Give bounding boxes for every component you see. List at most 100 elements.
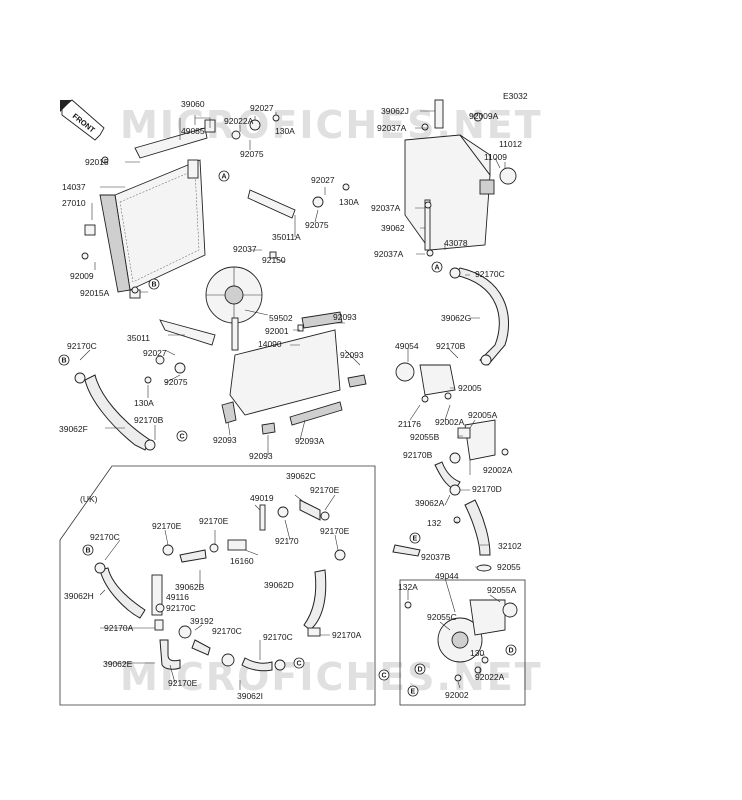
svg-text:B: B: [62, 358, 67, 365]
part-label: 92170C: [166, 603, 196, 613]
part-label: 92170C: [212, 626, 242, 636]
svg-text:B: B: [152, 282, 157, 289]
svg-text:C: C: [180, 434, 185, 441]
part-label: 39060: [181, 99, 205, 109]
part-label: 11012: [499, 139, 522, 149]
part-label: 92170E: [168, 678, 198, 688]
part-label: 21176: [398, 419, 421, 429]
part-label: 92093: [333, 312, 357, 322]
svg-text:C: C: [382, 673, 387, 680]
part-label: 27010: [62, 198, 86, 208]
part-label: 92170E: [320, 526, 350, 536]
part-label: 92015: [85, 157, 109, 167]
part-label: 11009: [484, 152, 507, 162]
part-label: 39062E: [103, 659, 133, 669]
thermostat-housing: [395, 362, 509, 464]
part-label: 92075: [164, 377, 188, 387]
part-label: 39192: [190, 616, 214, 626]
part-label: 130: [470, 648, 484, 658]
part-label: 92170A: [332, 630, 362, 640]
svg-text:E: E: [413, 536, 418, 543]
part-label: 39062A: [415, 498, 445, 508]
svg-text:C: C: [297, 661, 302, 668]
part-label: 92002A: [483, 465, 513, 475]
part-label: 92170B: [403, 450, 433, 460]
svg-text:A: A: [435, 265, 440, 272]
part-label: 49044: [435, 571, 459, 581]
watermark-bottom: MICROFICHES.NET: [120, 655, 543, 699]
part-label: 92055A: [487, 585, 517, 595]
svg-text:A: A: [222, 174, 227, 181]
part-label: 39062D: [264, 580, 294, 590]
part-label: 130A: [134, 398, 154, 408]
radiator: [84, 127, 208, 299]
part-label: 92170C: [67, 341, 97, 351]
part-label: 92005: [458, 383, 482, 393]
hose-39062f: [74, 372, 156, 451]
ref-circle-c: C C C: [176, 430, 390, 681]
part-label: 92055: [497, 562, 521, 572]
svg-text:D: D: [418, 667, 423, 674]
svg-text:B: B: [86, 548, 91, 555]
ref-circle-a: A A: [218, 170, 443, 273]
part-label: 39062J: [381, 106, 409, 116]
part-label: 132A: [398, 582, 418, 592]
hose-39062g: [449, 267, 509, 366]
part-label: 92093: [249, 451, 273, 461]
part-label: 39062G: [441, 313, 471, 323]
uk-parts: [94, 499, 346, 672]
part-label: 92170C: [263, 632, 293, 642]
fan-bracket: [159, 189, 324, 346]
part-label: 49054: [395, 341, 419, 351]
part-label: 92170D: [472, 484, 502, 494]
part-label: 92009: [70, 271, 94, 281]
part-label: 92027: [311, 175, 335, 185]
part-label: 92037A: [371, 203, 401, 213]
part-label: 92027: [250, 103, 274, 113]
diagram-code: E3032: [503, 91, 528, 101]
part-label: 92093: [213, 435, 237, 445]
part-label: 32102: [498, 541, 522, 551]
part-label: 92170B: [134, 415, 164, 425]
part-label: 92037: [233, 244, 257, 254]
part-label: 92002A: [435, 417, 465, 427]
part-label: 49116: [166, 592, 189, 602]
part-label: 92170C: [475, 269, 505, 279]
part-label: 92022A: [475, 672, 505, 682]
part-label: 92170: [275, 536, 299, 546]
part-label: 92150: [262, 255, 286, 265]
part-label: 14037: [62, 182, 86, 192]
part-label: 92022A: [224, 116, 254, 126]
part-label: 39062F: [59, 424, 88, 434]
part-label: 49019: [250, 493, 274, 503]
part-label: 92001: [265, 326, 289, 336]
part-label: 92170E: [199, 516, 229, 526]
fan-shroud: [205, 266, 263, 351]
part-label: 92170E: [152, 521, 182, 531]
part-label: 92015A: [80, 288, 110, 298]
part-label: 92055C: [427, 612, 457, 622]
part-label: 92037A: [374, 249, 404, 259]
part-label: 92170B: [436, 341, 466, 351]
part-label: 92055B: [410, 432, 440, 442]
part-label: 43078: [444, 238, 468, 248]
part-label: 39062I: [237, 691, 263, 701]
part-label: 59502: [269, 313, 293, 323]
part-label: 130A: [275, 126, 295, 136]
ref-circle-b: B B B: [58, 278, 160, 556]
part-label: 92075: [305, 220, 329, 230]
leader-lines: [79, 110, 506, 690]
part-label: 92009A: [469, 111, 499, 121]
ref-circle-d: D D: [414, 644, 517, 675]
part-label: 92005A: [468, 410, 498, 420]
part-labels: 39060 49085 92027 92022A 130A 92075 9201…: [59, 99, 522, 701]
water-pump-box: [399, 579, 526, 706]
part-label: 130A: [339, 197, 359, 207]
part-label: 92170A: [104, 623, 134, 633]
part-label: 92170C: [90, 532, 120, 542]
part-label: 39062B: [175, 582, 205, 592]
svg-text:D: D: [509, 648, 514, 655]
part-label: 16160: [230, 556, 254, 566]
reservoir-tank: [404, 99, 517, 257]
